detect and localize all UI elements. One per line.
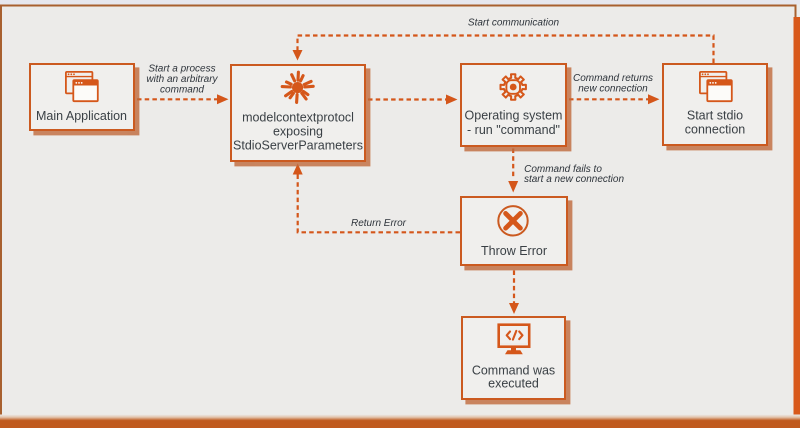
svg-text:connection: connection [685,123,746,137]
svg-text:Command returns: Command returns [573,73,653,84]
svg-text:Command was: Command was [472,364,555,378]
svg-text:with an arbitrary: with an arbitrary [146,74,218,85]
svg-text:Operating system: Operating system [465,109,563,123]
svg-text:Main Application: Main Application [36,109,127,123]
svg-text:exposing: exposing [273,125,323,139]
svg-text:- run "command": - run "command" [467,123,560,137]
svg-text:Return Error: Return Error [351,218,407,229]
svg-text:command: command [160,85,204,96]
svg-text:Throw Error: Throw Error [481,244,547,258]
svg-text:executed: executed [488,377,539,391]
svg-text:StdioServerParameters: StdioServerParameters [233,139,363,153]
svg-text:Start a process: Start a process [148,64,215,75]
svg-text:modelcontextprotocl: modelcontextprotocl [242,111,354,125]
svg-text:start a new connection: start a new connection [524,174,624,185]
svg-text:Start stdio: Start stdio [687,109,743,123]
svg-text:new connection: new connection [578,84,648,95]
svg-text:Start communication: Start communication [468,18,560,29]
